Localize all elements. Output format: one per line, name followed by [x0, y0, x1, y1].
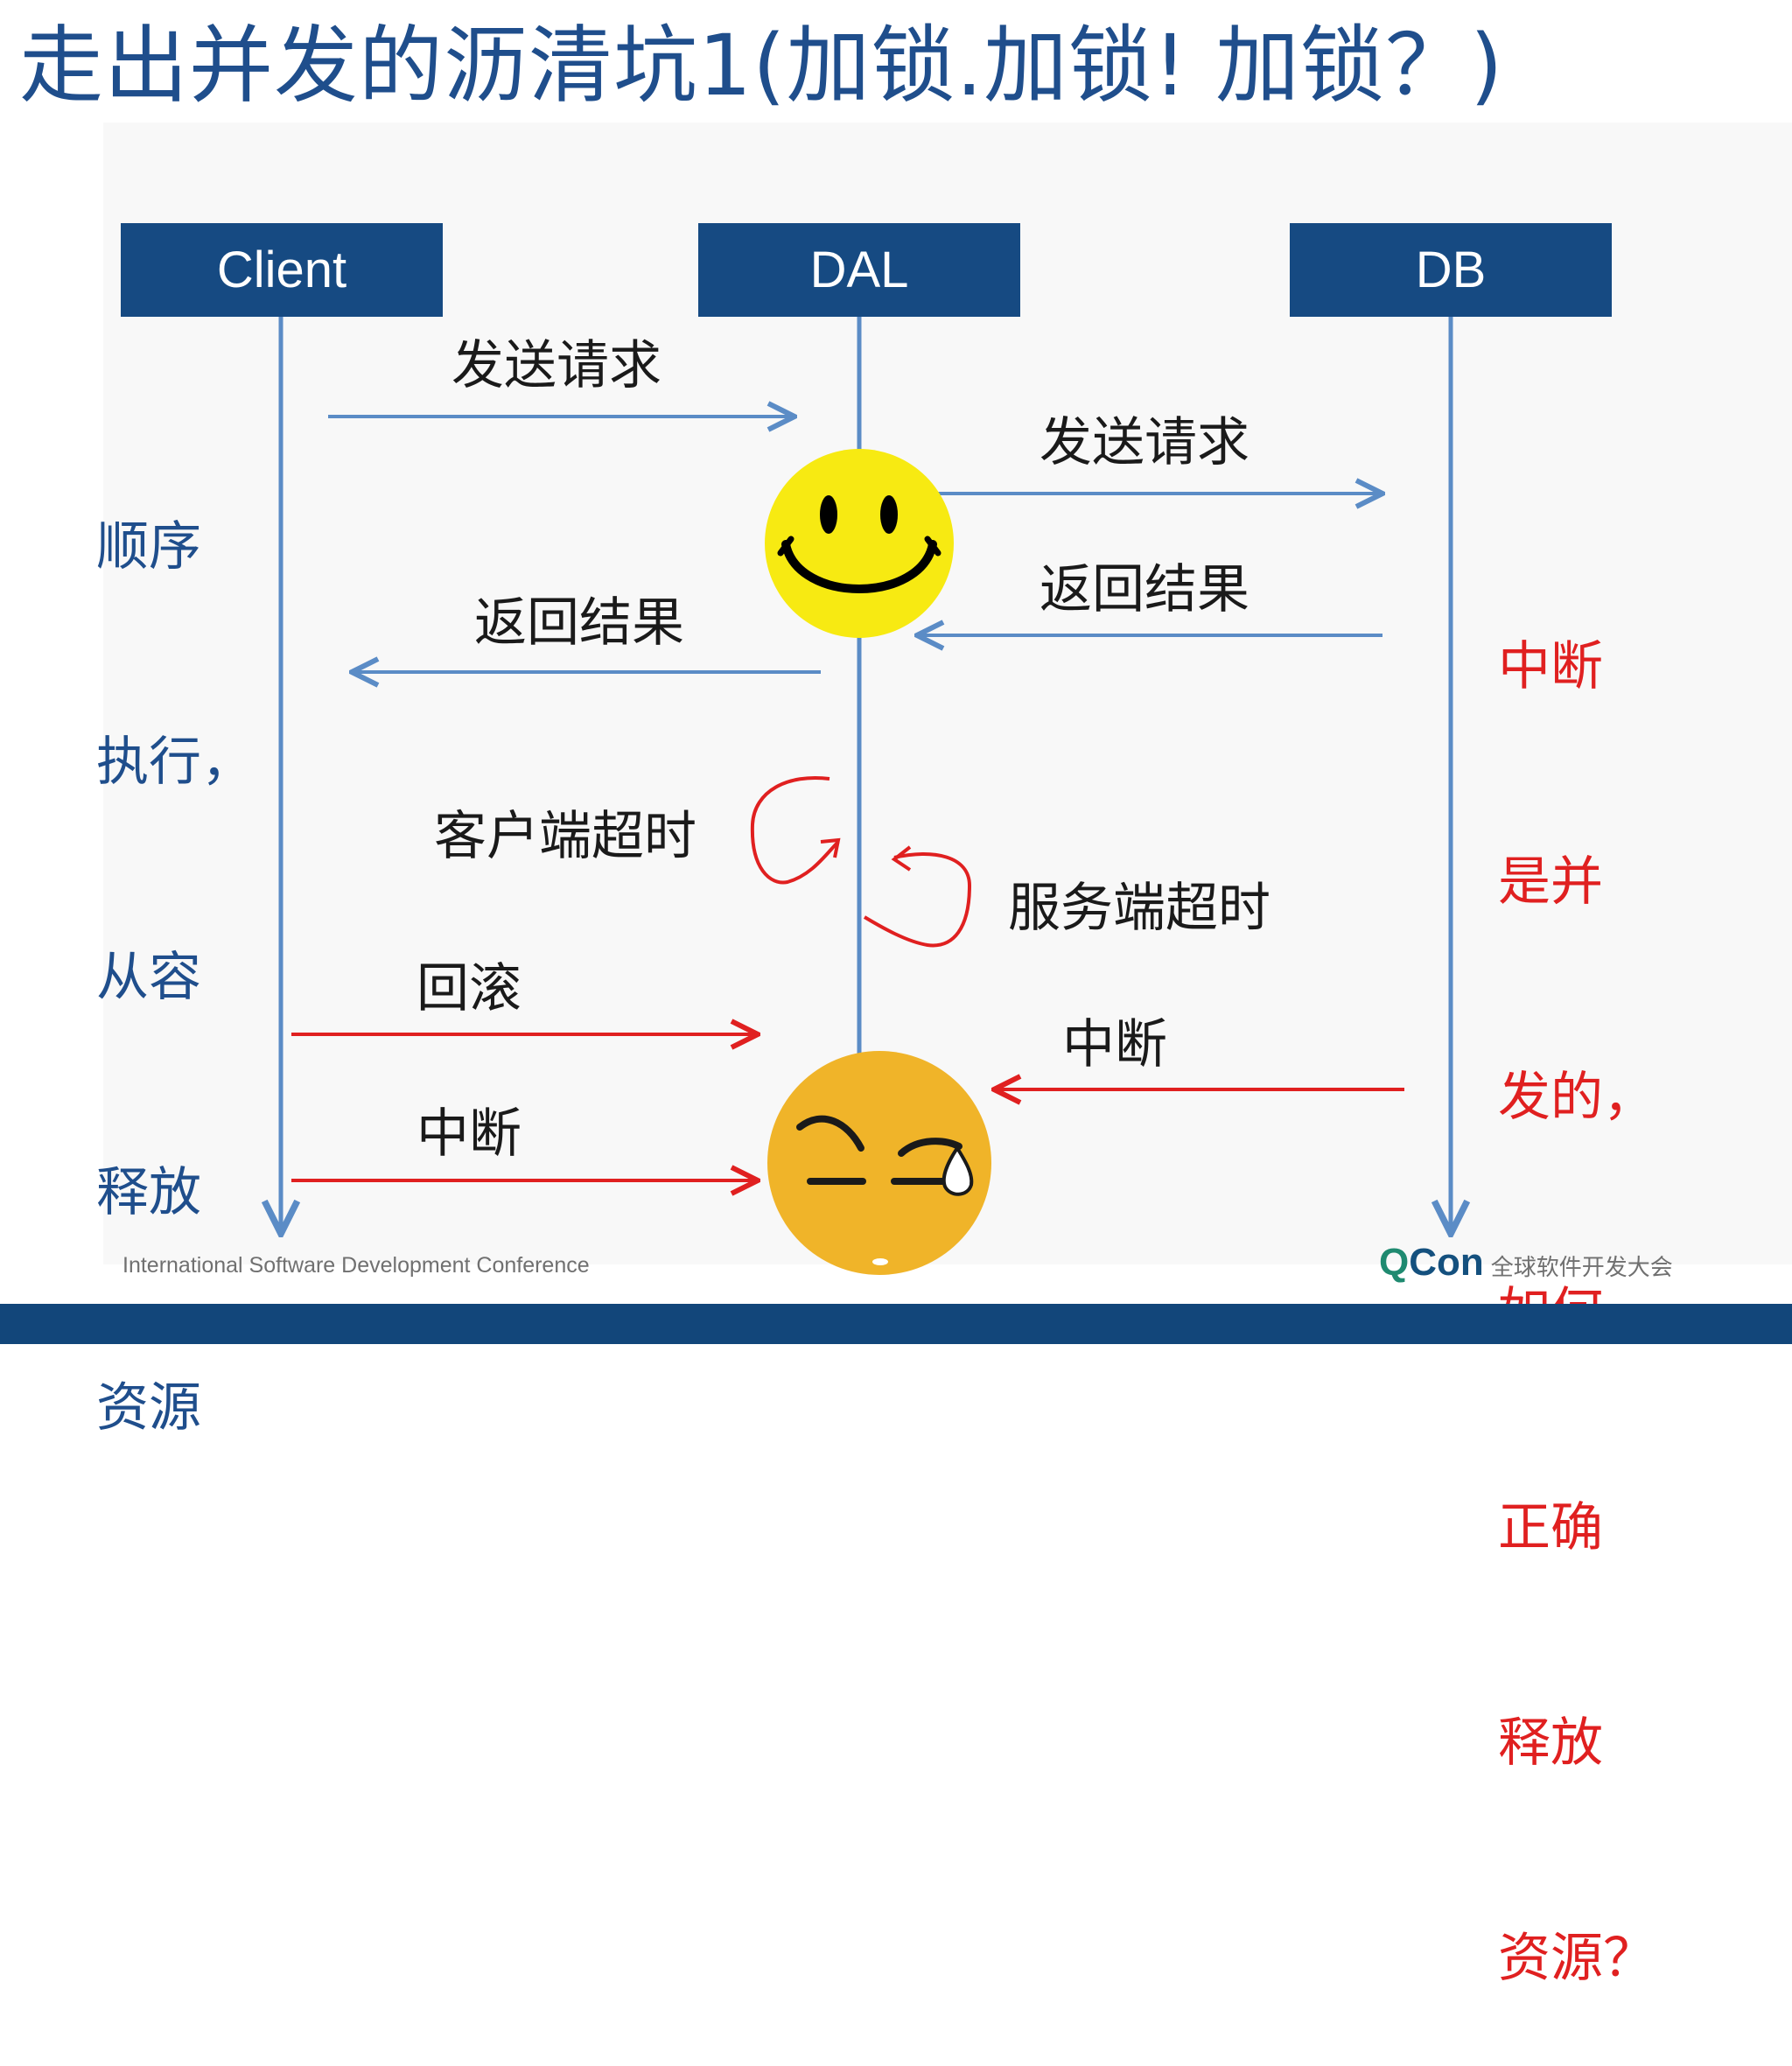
note-left-line: 顺序: [96, 516, 201, 578]
awkward-sweat-face-icon: [767, 1051, 991, 1275]
note-right-line: 是并: [1498, 851, 1603, 913]
label-db-return: 返回结果: [1040, 559, 1250, 620]
brand-con: Con: [1409, 1241, 1484, 1284]
participant-dal: DAL: [698, 223, 1020, 317]
bottom-bar: [0, 1304, 1792, 1344]
sequence-diagram: [0, 317, 1792, 1275]
client-timeout-arrowhead: [820, 837, 841, 858]
note-left-line: 资源: [96, 1377, 201, 1439]
note-left-line: 执行，: [96, 732, 254, 793]
participant-client: Client: [121, 223, 443, 317]
note-right-line: 正确: [1498, 1497, 1603, 1558]
note-right-line: 中断: [1498, 636, 1603, 697]
conference-footer: International Software Development Confe…: [122, 1253, 590, 1278]
label-client-send: 发送请求: [452, 335, 662, 396]
note-right-line: 发的，: [1498, 1067, 1656, 1128]
participant-db: DB: [1290, 223, 1612, 317]
label-client-interrupt: 中断: [416, 1103, 522, 1165]
page-title: 走出并发的沥清坑1(加锁.加锁! 加锁？): [19, 17, 1504, 115]
note-right-line: 资源？: [1498, 1928, 1656, 1989]
client-timeout-curve: [750, 776, 840, 885]
label-client-timeout: 客户端超时: [434, 806, 696, 867]
label-dal-return: 返回结果: [474, 592, 684, 654]
label-rollback: 回滚: [416, 958, 522, 1019]
note-right-line: 释放: [1498, 1712, 1603, 1774]
server-timeout-arrowhead: [891, 845, 912, 872]
label-db-interrupt: 中断: [1062, 1014, 1167, 1075]
note-left-line: 从容: [96, 947, 201, 1008]
label-server-timeout: 服务端超时: [1008, 878, 1270, 939]
server-timeout-curve: [863, 852, 972, 948]
brand-q: Q: [1379, 1241, 1410, 1284]
note-left-line: 释放: [96, 1162, 201, 1223]
brand-subtitle: 全球软件开发大会: [1490, 1255, 1673, 1281]
label-dal-send: 发送请求: [1040, 412, 1250, 473]
smiley-face-icon: [765, 449, 954, 638]
